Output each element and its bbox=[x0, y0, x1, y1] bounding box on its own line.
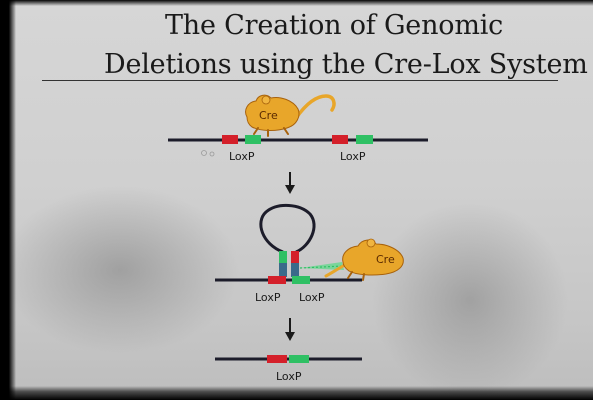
step1-loxp-label-right: LoxP bbox=[340, 150, 366, 163]
step1-group: Cre LoxP LoxP bbox=[168, 94, 428, 163]
step1-cre-label: Cre bbox=[259, 109, 278, 122]
step2-cre-label: Cre bbox=[376, 253, 395, 266]
step2-loxp-label-right: LoxP bbox=[299, 291, 325, 304]
step1-cre-legs bbox=[253, 127, 289, 137]
step2-cre-enzyme: Cre bbox=[324, 238, 404, 281]
step2-cre-beam bbox=[300, 262, 344, 270]
step2-group: Cre LoxP LoxP bbox=[215, 204, 404, 304]
step2-cre-body bbox=[342, 239, 404, 276]
step1-cre-enzyme: Cre bbox=[245, 94, 336, 137]
step3-loxp-label: LoxP bbox=[276, 370, 302, 383]
arrow-down-1 bbox=[285, 172, 295, 194]
step2-loxp-label-left: LoxP bbox=[255, 291, 281, 304]
step3-loxp-red bbox=[267, 355, 287, 363]
arrow-1-head bbox=[285, 185, 295, 194]
step1-loxp-right-green bbox=[356, 135, 373, 144]
step1-cre-tail bbox=[294, 94, 336, 120]
step1-smudge bbox=[209, 151, 215, 157]
step2-loxp-stem-left-top bbox=[279, 251, 287, 263]
step2-loxp-right-green bbox=[292, 276, 310, 284]
step1-loxp-left-red bbox=[222, 135, 238, 144]
step2-cre-legs bbox=[347, 271, 365, 281]
step2-loxp-stem-left-bottom bbox=[279, 263, 287, 277]
slide-title-line-1: The Creation of Genomic bbox=[165, 10, 504, 41]
step2-cre-tail bbox=[324, 264, 345, 278]
arrow-down-2 bbox=[285, 318, 295, 341]
slide-top-edge bbox=[0, 0, 593, 6]
step1-loxp-left-green bbox=[245, 135, 261, 144]
arrow-2-head bbox=[285, 332, 295, 341]
title-underline bbox=[42, 80, 558, 81]
step3-group: LoxP bbox=[215, 355, 362, 383]
step2-loxp-left-red bbox=[268, 276, 286, 284]
step2-loxp-stem-right-top bbox=[291, 251, 299, 263]
step2-loxp-stem-right-bottom bbox=[291, 263, 299, 277]
slide-left-edge bbox=[0, 0, 16, 400]
step1-loxp-label-left: LoxP bbox=[229, 150, 255, 163]
step2-cre-ear bbox=[366, 238, 376, 248]
slide-bottom-edge bbox=[0, 386, 593, 400]
slide-title-line-2: Deletions using the Cre-Lox System bbox=[104, 49, 588, 80]
step1-cre-body bbox=[245, 94, 300, 131]
step1-cre-ear bbox=[261, 95, 271, 105]
step1-loxp-right-red bbox=[332, 135, 348, 144]
step2-dna-loop bbox=[259, 204, 316, 254]
step3-loxp-green bbox=[289, 355, 309, 363]
step1-smudge bbox=[201, 150, 207, 156]
step2-cre-beam-line bbox=[299, 265, 344, 269]
